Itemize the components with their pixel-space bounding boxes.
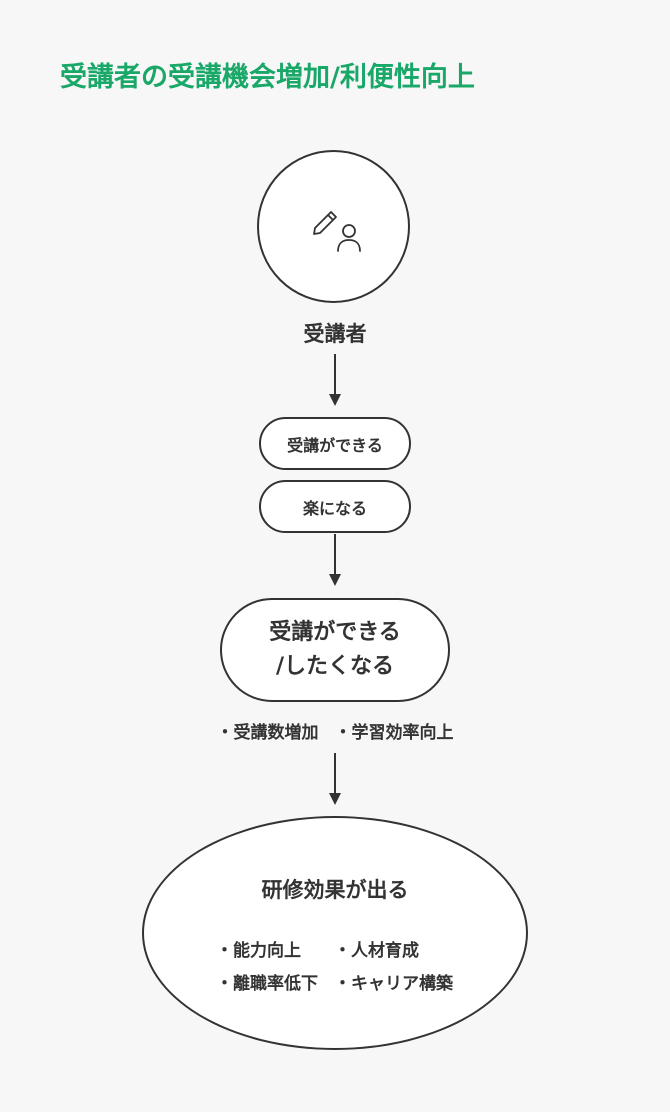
arrow-down-icon [329,354,341,406]
user-circle [257,150,410,303]
arrow-down-icon [329,753,341,805]
bullet-attendance-increase: ・受講数増加 [216,723,319,743]
step-easier-label: 楽になる [302,498,367,518]
step-easier: 楽になる [259,480,411,533]
pencil-person-icon [313,211,361,252]
bullet-learning-efficiency: ・学習効率向上 [334,723,454,743]
mid-bullets: ・受講数増加・学習効率向上 [0,718,670,743]
result-item: ・キャリア構築 [334,974,453,994]
result-items: ・能力向上 ・人材育成 ・離職率低下 ・キャリア構築 [216,936,464,994]
result-item: ・能力向上 [216,941,301,961]
result-item: ・離職率低下 [216,974,318,994]
arrow-down-icon [329,534,341,586]
page-title: 受講者の受講機会増加/利便性向上 [60,62,475,93]
step-can-attend: 受講ができる [259,417,411,470]
result-oval: 研修効果が出る ・能力向上 ・人材育成 ・離職率低下 ・キャリア構築 [142,816,528,1050]
step-want-line1: 受講ができる [269,620,401,645]
step-want-to-attend: 受講ができる /したくなる [220,598,450,702]
step-can-attend-label: 受講ができる [287,435,383,455]
step-want-line2: /したくなる [275,654,395,679]
result-item: ・人材育成 [334,941,419,961]
result-title: 研修効果が出る [261,878,409,902]
user-label: 受講者 [303,322,367,346]
